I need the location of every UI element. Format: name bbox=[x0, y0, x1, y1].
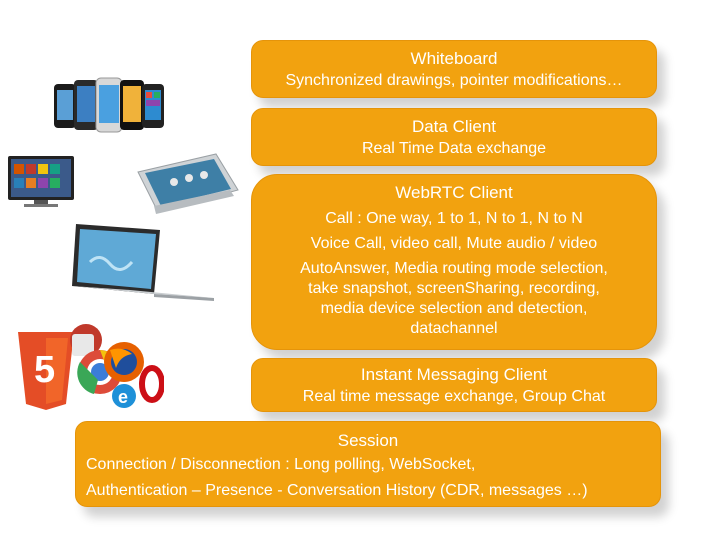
svg-text:5: 5 bbox=[34, 349, 55, 391]
whiteboard-title: Whiteboard bbox=[410, 49, 498, 68]
webrtc-line: AutoAnswer, Media routing mode selection… bbox=[300, 260, 608, 277]
smart-tv-icon bbox=[8, 156, 74, 207]
webrtc-line: datachannel bbox=[410, 320, 498, 337]
webrtc-line: Call : One way, 1 to 1, N to 1, N to N bbox=[325, 210, 583, 227]
tablet-icon bbox=[137, 153, 239, 214]
session-line: Connection / Disconnection : Long pollin… bbox=[86, 456, 476, 473]
smartphones-icon bbox=[54, 77, 164, 133]
whiteboard-line: Synchronized drawings, pointer modificat… bbox=[285, 72, 623, 89]
data-client-line: Real Time Data exchange bbox=[361, 140, 547, 157]
instant-messaging-title: Instant Messaging Client bbox=[360, 365, 548, 384]
webrtc-client-title: WebRTC Client bbox=[395, 183, 513, 202]
svg-text:e: e bbox=[118, 387, 128, 407]
browser-logos-icon: 5 e bbox=[18, 324, 164, 410]
data-client-title: Data Client bbox=[411, 117, 497, 136]
webrtc-line: Voice Call, video call, Mute audio / vid… bbox=[310, 235, 598, 252]
laptop-icon bbox=[72, 224, 214, 301]
session-line: Authentication – Presence - Conversation… bbox=[86, 482, 588, 499]
whiteboard-box: Whiteboard Synchronized drawings, pointe… bbox=[251, 40, 657, 98]
data-client-box: Data Client Real Time Data exchange bbox=[251, 108, 657, 166]
session-title: Session bbox=[337, 431, 399, 450]
webrtc-line: media device selection and detection, bbox=[320, 300, 588, 317]
webrtc-line: take snapshot, screenSharing, recording, bbox=[308, 280, 600, 297]
webrtc-client-box: WebRTC Client Call : One way, 1 to 1, N … bbox=[251, 174, 657, 350]
instant-messaging-line: Real time message exchange, Group Chat bbox=[302, 388, 606, 405]
session-box: Session Connection / Disconnection : Lon… bbox=[75, 421, 661, 507]
instant-messaging-box: Instant Messaging Client Real time messa… bbox=[251, 358, 657, 412]
